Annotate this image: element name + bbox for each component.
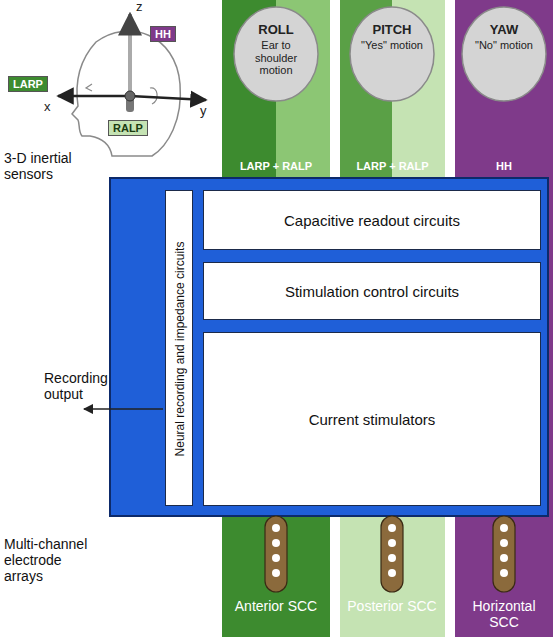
circuit-name: Capacitive readout circuits — [284, 212, 460, 229]
x-axis — [58, 95, 130, 98]
y-axis — [130, 96, 206, 100]
canal-pair: HH — [455, 160, 553, 173]
axis-label: x — [44, 100, 51, 115]
head-outline — [72, 31, 180, 156]
sensor-origin — [125, 91, 135, 101]
axis-name: LARP — [13, 78, 43, 90]
electrode-contact — [500, 524, 508, 532]
axis-label: y — [200, 104, 207, 119]
electrode-contact — [500, 539, 508, 547]
motion-title: ROLL — [245, 22, 307, 37]
recording-box: Neural recording and impedance circuits — [165, 190, 193, 506]
chip-housing — [110, 178, 548, 516]
head-shape — [462, 7, 546, 101]
head-shape — [350, 7, 434, 101]
motion-note: Ear to shoulder motion — [245, 39, 307, 77]
circuit-box: Stimulation control circuits — [203, 262, 541, 320]
motion-title: YAW — [473, 22, 535, 37]
electrode-array — [493, 516, 515, 592]
electrode-contact — [500, 554, 508, 562]
electrode-array — [265, 516, 287, 592]
electrode-contact — [272, 539, 280, 547]
side-label: Multi-channel electrode arrays — [4, 536, 104, 584]
electrode-contact — [272, 554, 280, 562]
axis-tag: LARP — [8, 76, 48, 92]
canal-name: Anterior SCC — [232, 598, 320, 614]
circuit-name: Stimulation control circuits — [285, 283, 459, 300]
canal-pair: LARP + RALP — [222, 160, 330, 173]
head-shape — [234, 7, 318, 101]
electrode-array — [381, 516, 403, 592]
head-icon: YAW "No" motion — [461, 6, 547, 102]
side-label: Recording output — [44, 370, 120, 402]
circuit-box: Current stimulators — [203, 332, 541, 506]
electrode-group — [265, 516, 515, 592]
circuit-box: Capacitive readout circuits — [203, 190, 541, 250]
eye-mark — [86, 84, 92, 91]
axis-tag: HH — [150, 26, 176, 42]
circuit-name: Current stimulators — [309, 411, 436, 428]
axis-name: RALP — [113, 122, 143, 134]
electrode-contact — [272, 569, 280, 577]
head-outline — [349, 6, 435, 102]
head-outline — [461, 6, 547, 102]
electrode-contact — [388, 524, 396, 532]
axis-name: HH — [155, 28, 171, 40]
electrode-contact — [272, 524, 280, 532]
z-axis — [128, 14, 132, 94]
recording-arrow — [84, 408, 163, 410]
motion-title: PITCH — [361, 22, 423, 37]
canal-pair: LARP + RALP — [340, 160, 445, 173]
axis-label: z — [136, 0, 143, 15]
motion-note: "Yes" motion — [361, 39, 423, 52]
canal-name: Horizontal SCC — [458, 598, 550, 630]
head-icon: ROLL Ear to shoulder motion — [233, 6, 319, 102]
motion-note: "No" motion — [473, 39, 535, 52]
electrode-contact — [500, 569, 508, 577]
electrode-contact — [388, 539, 396, 547]
canal-name: Posterior SCC — [347, 598, 437, 614]
head-icon: PITCH "Yes" motion — [349, 6, 435, 102]
axis-tag: RALP — [108, 120, 148, 136]
circuit-name: Neural recording and impedance circuits — [166, 191, 194, 507]
electrode-contact — [388, 569, 396, 577]
side-label: 3-D inertial sensors — [4, 150, 104, 182]
electrode-contact — [388, 554, 396, 562]
